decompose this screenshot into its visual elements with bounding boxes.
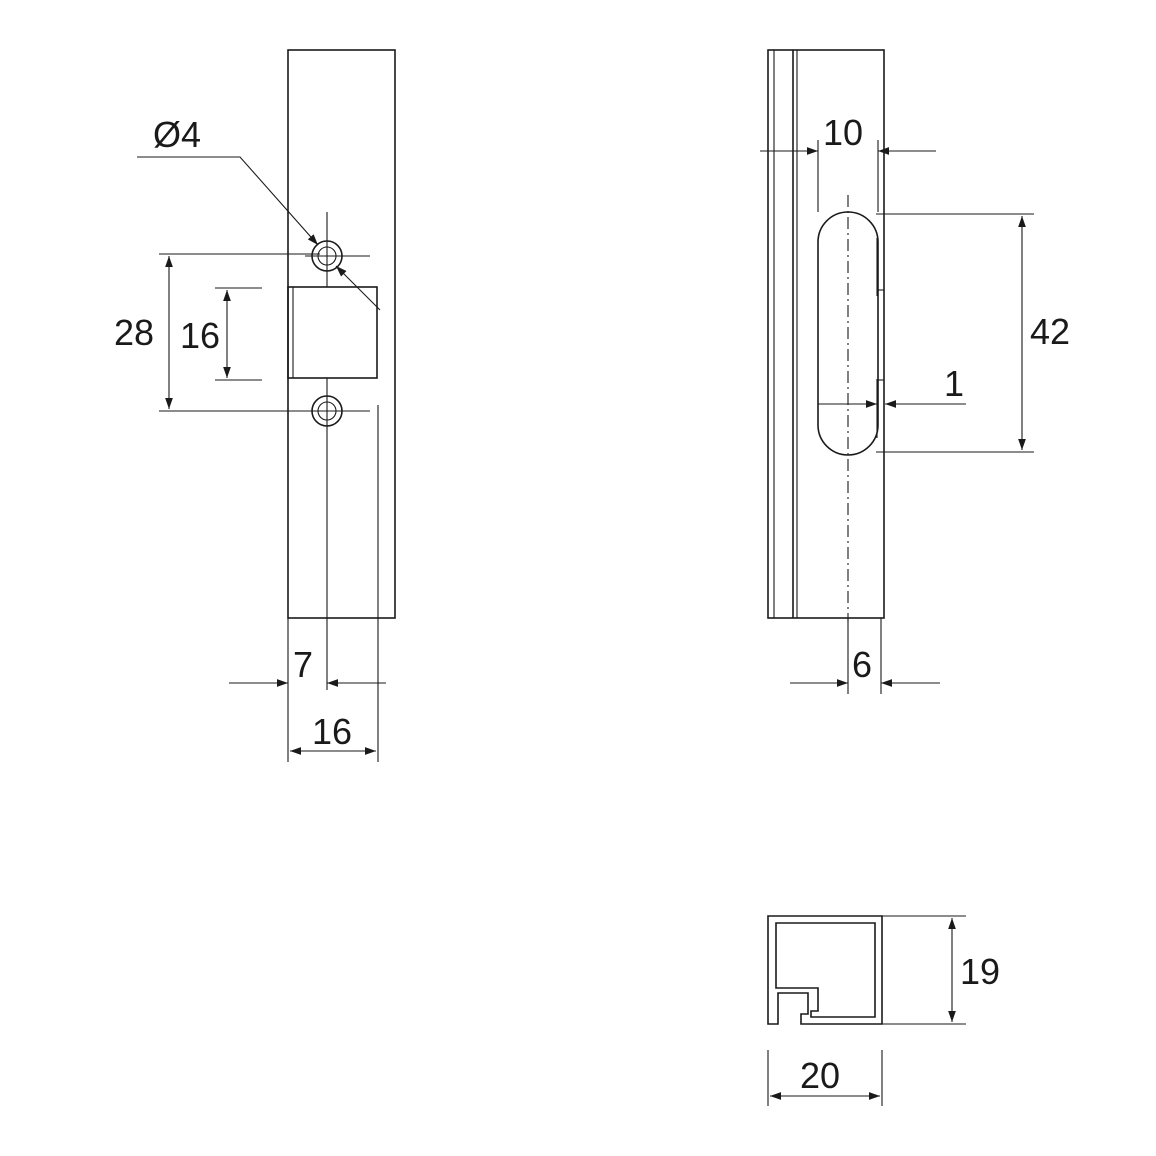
profile-section-outline <box>767 915 883 1025</box>
hole-diameter-label: Ø4 <box>153 114 201 155</box>
upper-screw-hole <box>305 212 370 287</box>
side-view: 10 42 1 6 <box>760 49 1070 694</box>
side-profile-outline <box>767 49 885 619</box>
section-height-label: 19 <box>960 951 1000 992</box>
section-height-dimension: 19 <box>882 915 1000 1025</box>
hole-diameter-leader: Ø4 <box>137 114 381 311</box>
front-view: Ø4 28 16 7 16 <box>114 49 396 762</box>
plate-width-label: 16 <box>312 711 352 752</box>
slot-center-dimension: 6 <box>790 618 940 694</box>
slot-gap-dimension: 1 <box>818 363 966 408</box>
opening-height-dimension: 16 <box>180 287 262 381</box>
hole-offset-label: 7 <box>293 644 313 685</box>
strike-opening <box>287 286 378 379</box>
section-width-label: 20 <box>800 1055 840 1096</box>
section-width-dimension: 20 <box>767 1050 883 1106</box>
front-plate-outline <box>287 49 396 619</box>
slot-width-dimension: 10 <box>760 112 936 212</box>
lower-screw-hole <box>305 378 370 690</box>
hole-offset-dimension: 7 <box>229 618 386 762</box>
slot-gap-label: 1 <box>944 363 964 404</box>
profile-section-inner <box>775 922 876 1018</box>
slot-center-label: 6 <box>852 644 872 685</box>
hole-spacing-dimension: 28 <box>114 253 320 412</box>
hole-spacing-label: 28 <box>114 312 154 353</box>
slot-length-label: 42 <box>1030 311 1070 352</box>
section-view: 19 20 <box>767 915 1000 1106</box>
plate-width-dimension: 16 <box>290 711 376 755</box>
opening-height-label: 16 <box>180 315 220 356</box>
slot-width-label: 10 <box>823 112 863 153</box>
slot-length-dimension: 42 <box>876 213 1070 453</box>
